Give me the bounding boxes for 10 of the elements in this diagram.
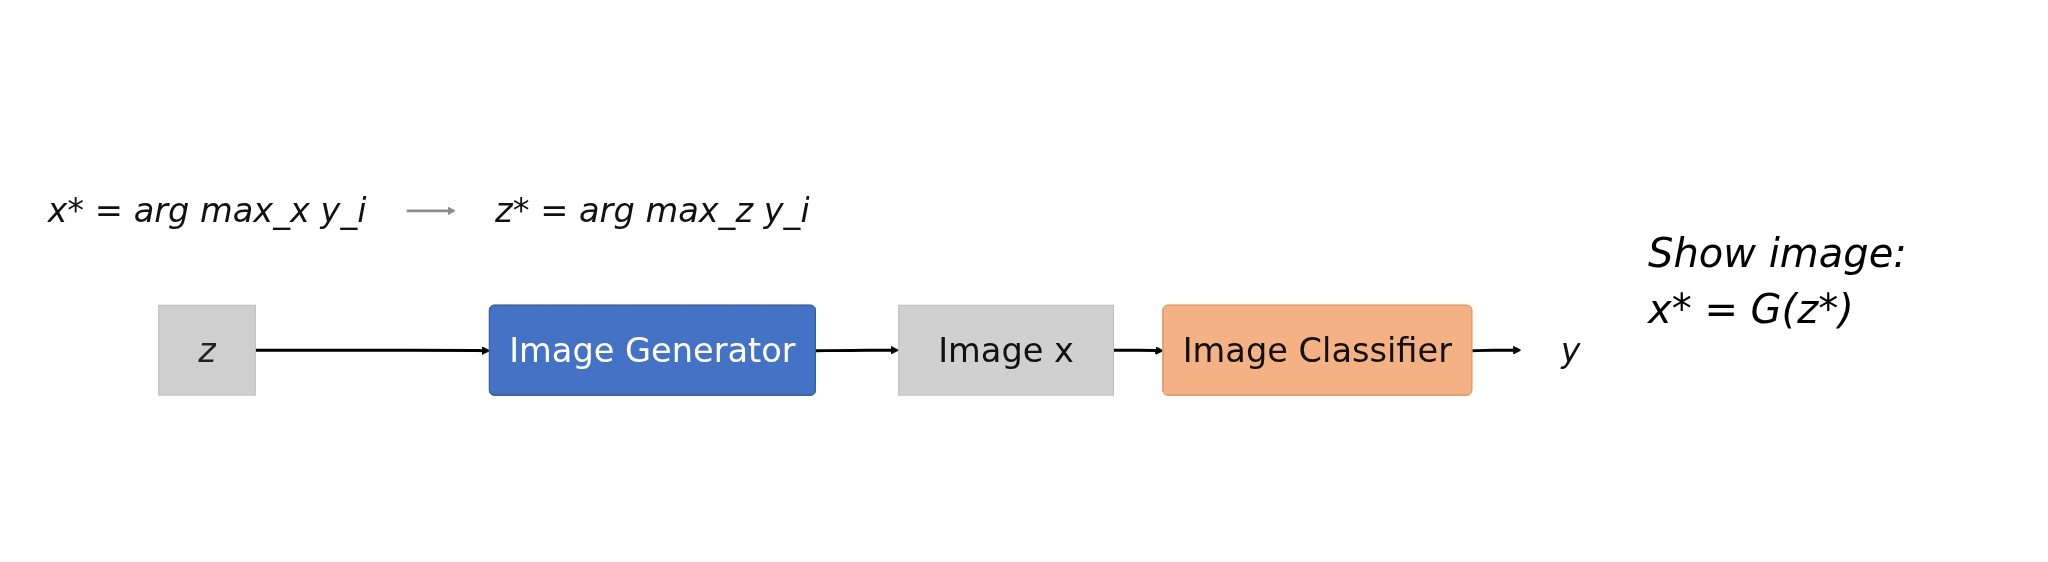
arrow	[815, 346, 900, 355]
arrow	[1113, 346, 1164, 356]
node-box: z	[158, 305, 256, 397]
note-text: x* = G(z*)	[1648, 286, 1855, 332]
arrow	[406, 207, 456, 216]
arrow	[1472, 346, 1522, 355]
node-box: Image x	[898, 305, 1115, 397]
note-text: Show image:	[1648, 230, 1908, 276]
node-text: z* = arg max_z y_i	[495, 191, 810, 231]
arrow	[255, 346, 491, 356]
